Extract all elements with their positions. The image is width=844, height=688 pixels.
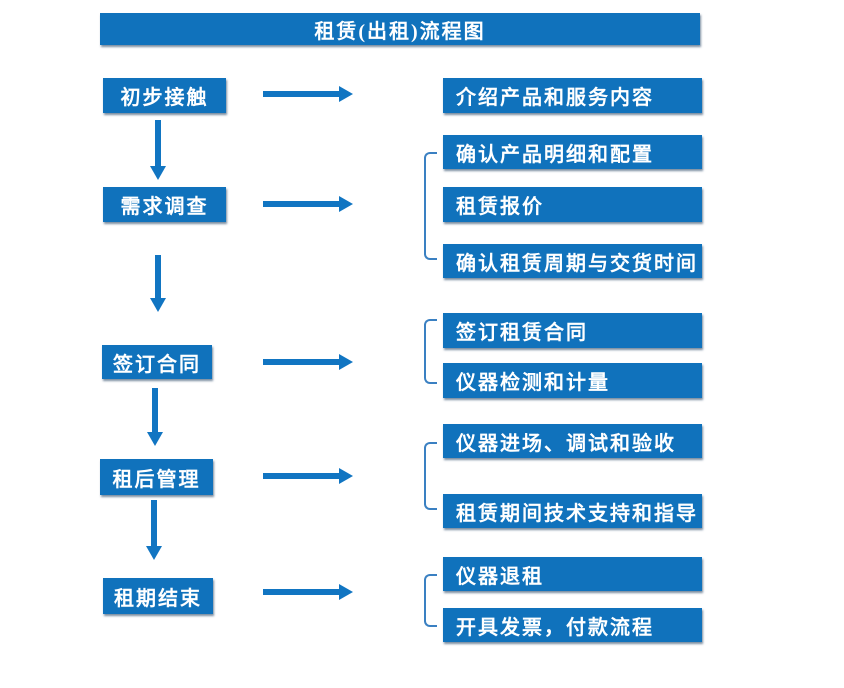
detail-box: 仪器进场、调试和验收 [443,424,702,458]
group-bracket-icon [424,319,437,384]
group-bracket-icon [424,442,437,510]
step-box-post-rental-management: 租后管理 [100,459,213,495]
detail-box: 仪器检测和计量 [443,363,702,398]
detail-box: 介绍产品和服务内容 [443,78,702,113]
flowchart-title: 租赁(出租)流程图 [100,13,700,45]
arrow-right-icon [263,584,353,600]
detail-box: 签订租赁合同 [443,313,702,348]
step-box-initial-contact: 初步接触 [103,78,226,113]
arrow-right-icon [263,86,353,102]
detail-box: 租赁报价 [443,187,702,222]
arrow-down-icon [150,255,166,312]
detail-box: 租赁期间技术支持和指导 [443,494,702,528]
arrow-right-icon [263,468,353,484]
detail-box: 开具发票，付款流程 [443,608,702,642]
detail-box: 确认产品明细和配置 [443,135,702,169]
arrow-down-icon [150,120,166,180]
arrow-down-icon [147,388,163,446]
detail-box: 仪器退租 [443,557,702,591]
arrow-down-icon [146,500,162,560]
detail-box: 确认租赁周期与交货时间 [443,244,702,278]
arrow-right-icon [263,196,353,212]
group-bracket-icon [424,152,437,260]
step-box-sign-contract: 签订合同 [102,345,212,379]
step-box-demand-survey: 需求调查 [103,187,226,222]
arrow-right-icon [263,354,353,370]
step-box-rental-end: 租期结束 [103,578,213,614]
group-bracket-icon [424,574,437,627]
